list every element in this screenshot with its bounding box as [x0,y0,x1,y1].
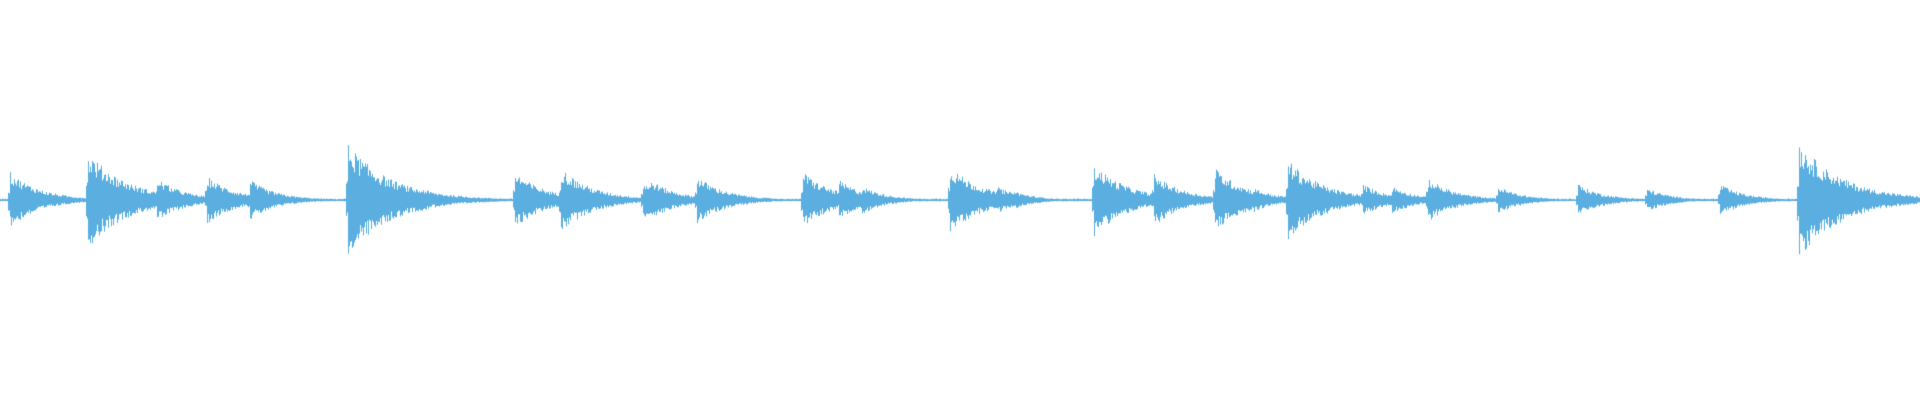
audio-waveform [0,0,1920,400]
